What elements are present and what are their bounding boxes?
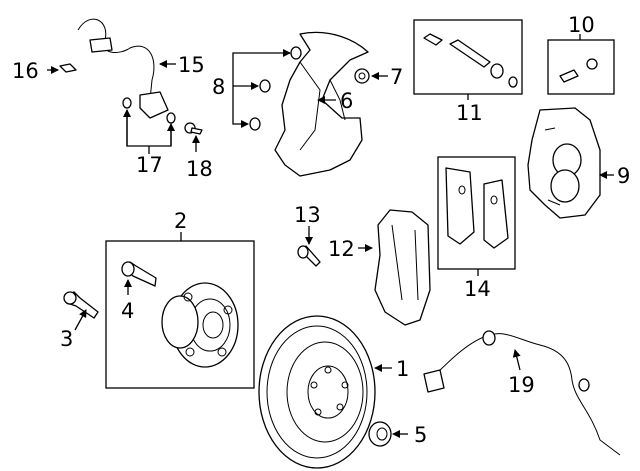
hub-assembly-box (105, 240, 255, 389)
callout-2: 2 (174, 209, 187, 233)
brake-rotor (258, 315, 376, 469)
hose-bracket-bolt (184, 122, 203, 135)
wheel-stud (121, 261, 157, 287)
brake-hose (77, 18, 169, 119)
caliper-pin-kit-box (413, 19, 523, 95)
hub-nut (368, 421, 392, 447)
callout-1: 1 (396, 357, 409, 381)
callout-12: 12 (328, 237, 355, 261)
brake-pad-kit-box (437, 156, 516, 270)
callout-16: 16 (12, 59, 39, 83)
caliper-bracket (374, 209, 431, 326)
callout-7: 7 (390, 65, 403, 89)
hub-bolt (63, 291, 99, 319)
abs-sensor-wire (423, 330, 621, 456)
callout-3: 3 (60, 327, 73, 351)
caliper-pins (423, 33, 518, 88)
callout-4: 4 (121, 299, 134, 323)
callout-15: 15 (178, 53, 205, 77)
bleeder-screw (559, 58, 598, 83)
bleeder-kit-box (547, 39, 615, 95)
hose-bolt (59, 63, 77, 73)
callout-8: 8 (212, 75, 225, 99)
callout-19: 19 (508, 373, 535, 397)
callout-14: 14 (464, 277, 491, 301)
shield-washers (249, 46, 302, 131)
dust-shield (274, 31, 369, 177)
callout-18: 18 (186, 157, 213, 181)
shield-bolt (354, 68, 370, 84)
callout-9: 9 (617, 164, 630, 188)
bracket-bolt (297, 245, 321, 267)
callout-6: 6 (340, 89, 353, 113)
wheel-hub (161, 282, 239, 368)
callout-13: 13 (294, 203, 321, 227)
callout-5: 5 (414, 423, 427, 447)
brake-pads (445, 167, 509, 249)
callout-11: 11 (456, 101, 483, 125)
callout-17: 17 (136, 153, 163, 177)
callout-10: 10 (568, 13, 595, 37)
brake-caliper (527, 107, 601, 219)
